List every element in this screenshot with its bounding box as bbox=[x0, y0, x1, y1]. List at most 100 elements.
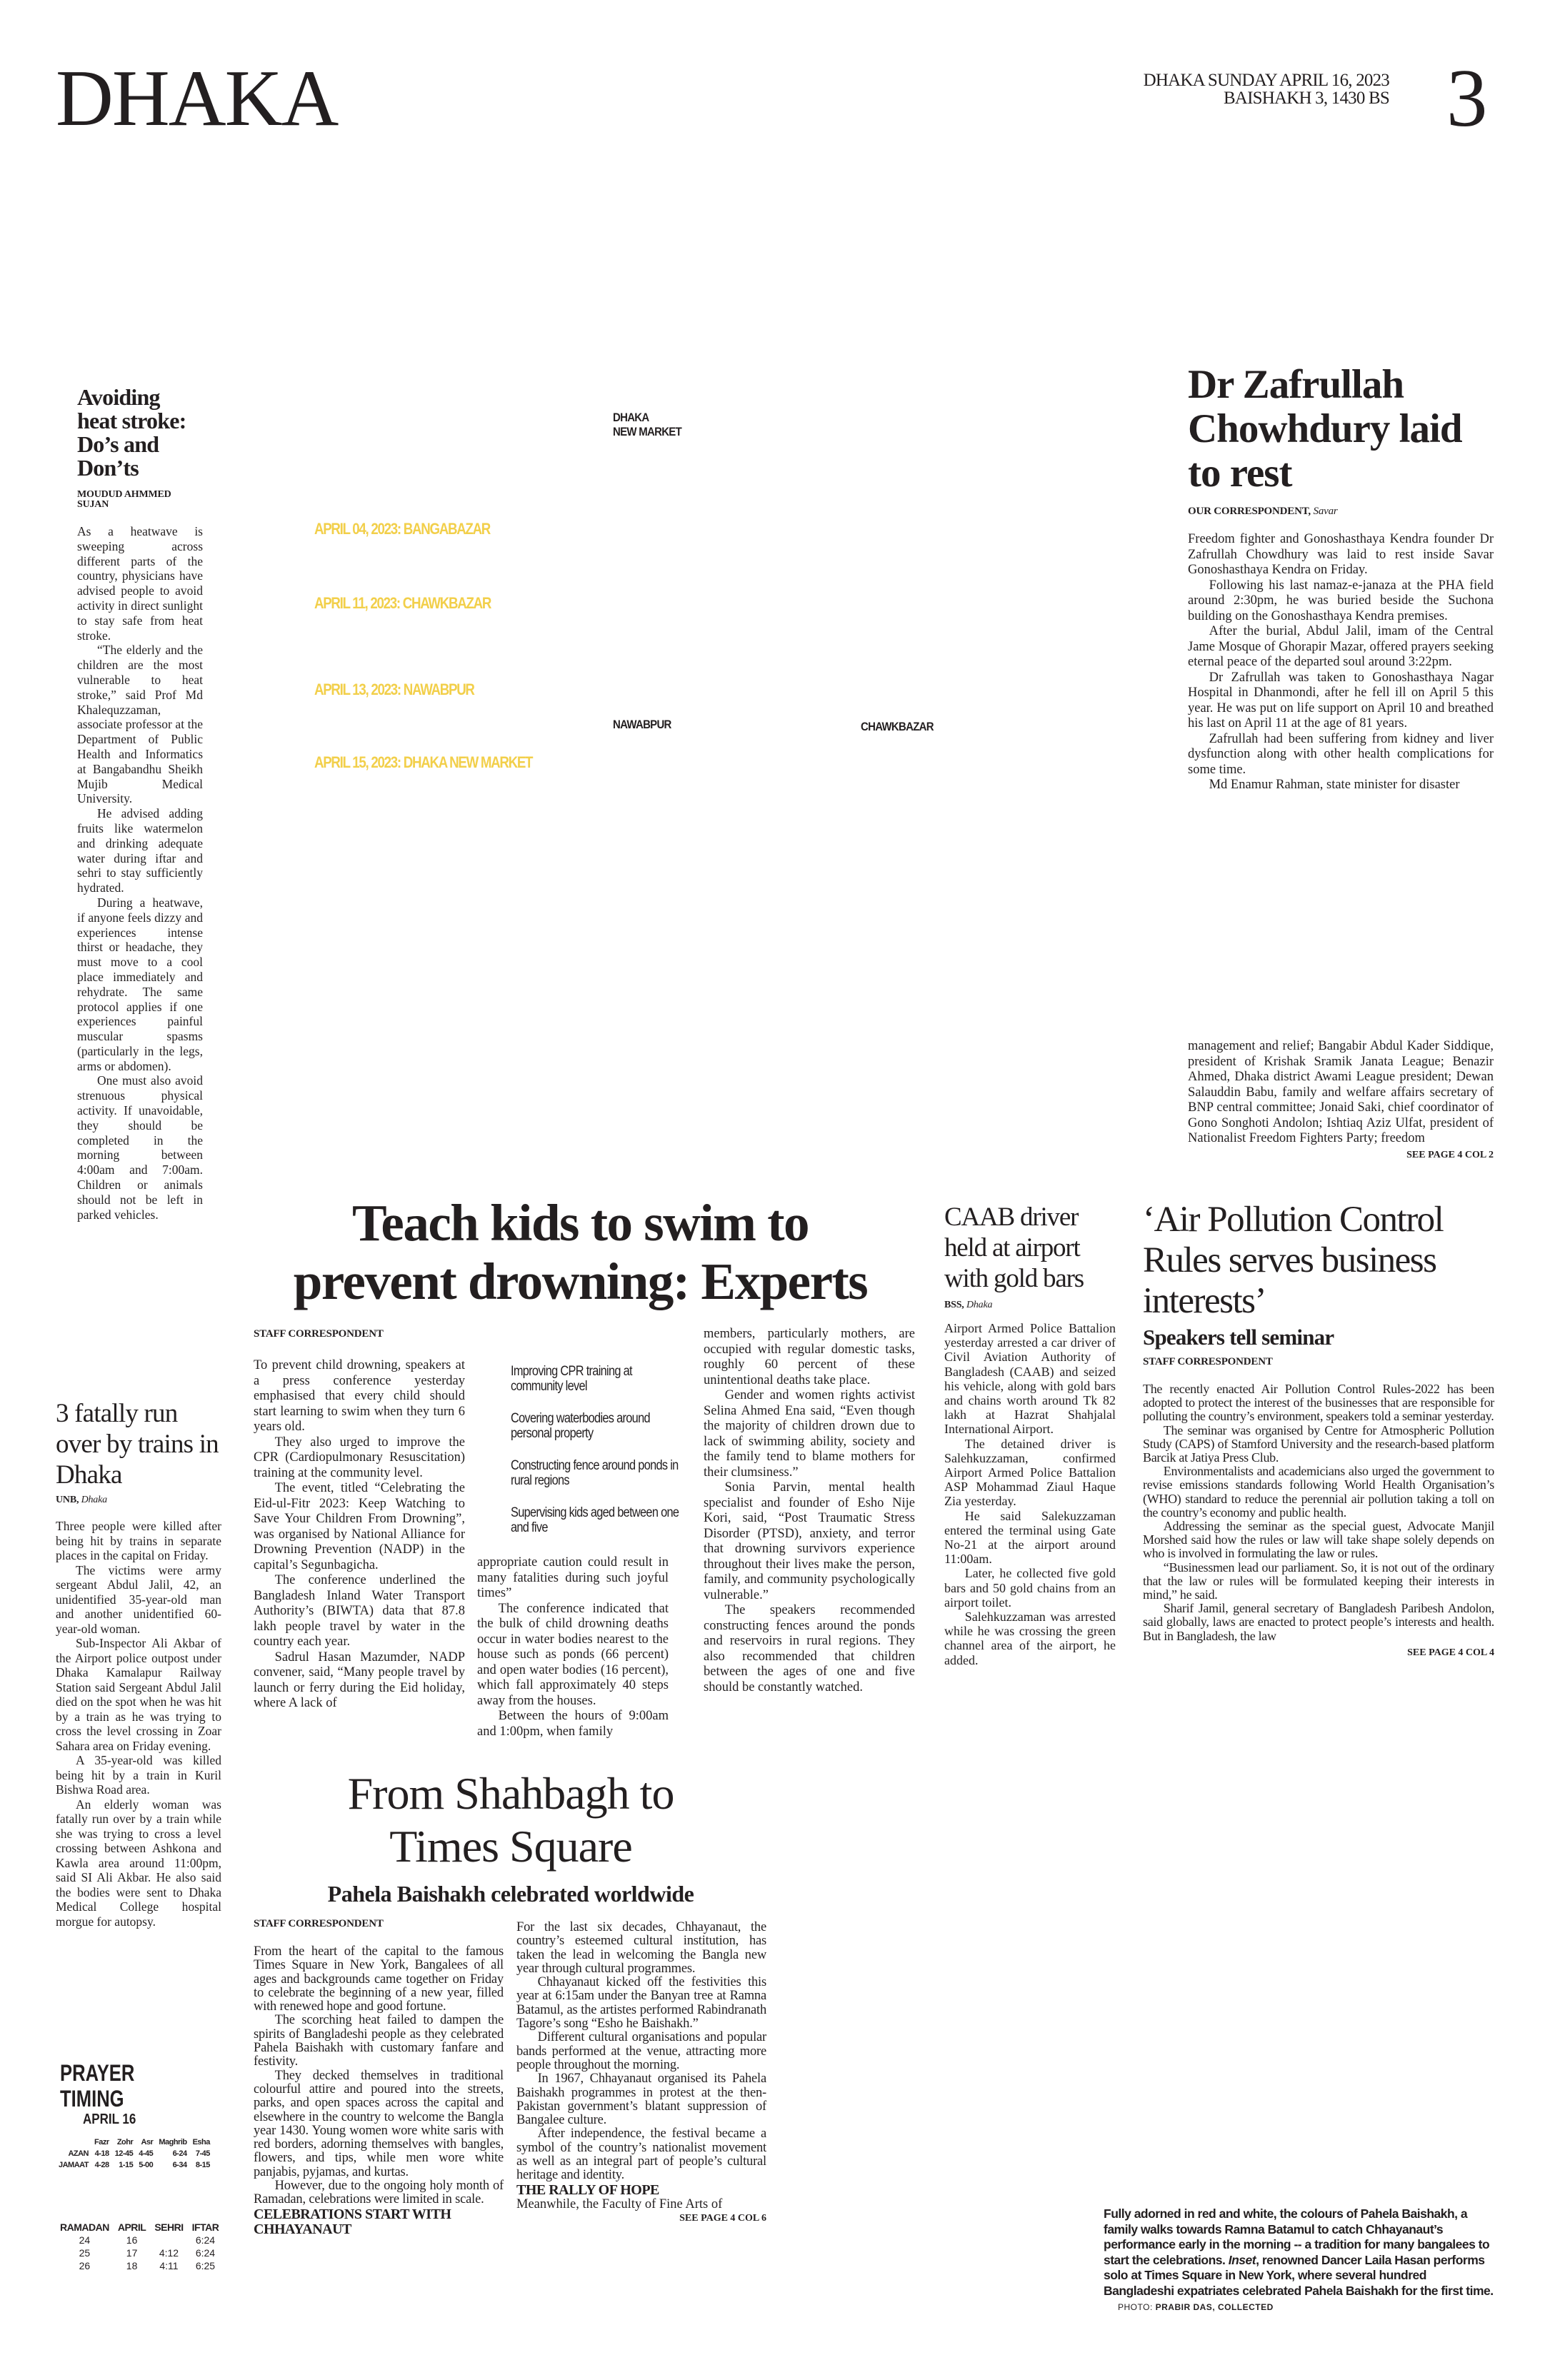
article-byline: STAFF CORRESPONDENT bbox=[1143, 1356, 1273, 1367]
date-line: DHAKA SUNDAY APRIL 16, 2023 BAISHAKH 3, … bbox=[1143, 71, 1390, 107]
paragraph: members, particularly mothers, are occup… bbox=[704, 1327, 915, 1387]
paragraph: Meanwhile, the Faculty of Fine Arts of bbox=[516, 2196, 723, 2211]
table-cell: 16 bbox=[126, 2234, 138, 2246]
prayer-title-line: TIMING bbox=[60, 2086, 124, 2112]
article-subhead: Pahela Baishakh celebrated worldwide bbox=[327, 1881, 694, 1907]
article-body: management and relief; Bangabir Abdul Ka… bbox=[1188, 1039, 1494, 1147]
photo-caption: Fully adorned in red and white, the colo… bbox=[1104, 2206, 1496, 2316]
paragraph: The conference underlined the Bangladesh… bbox=[254, 1573, 465, 1649]
table-header: Asr bbox=[141, 2138, 154, 2146]
baishakh-col1: From the heart of the capital to the fam… bbox=[254, 1944, 504, 2237]
table-header: SEHRI bbox=[154, 2221, 184, 2233]
article-byline: UNB, Dhaka bbox=[56, 1495, 221, 1506]
caption-text: , renowned Dancer Laila Hasan performs s… bbox=[1104, 2252, 1494, 2298]
photo-credit-name: PRABIR DAS, COLLECTED bbox=[1155, 2302, 1274, 2312]
table-cell: AZAN bbox=[68, 2149, 89, 2158]
headline-line: Times Square bbox=[389, 1821, 632, 1872]
jump-link[interactable]: SEE PAGE 4 COL 4 bbox=[1407, 1647, 1494, 1658]
article-caab: CAAB driver held at airport with gold ba… bbox=[944, 1202, 1116, 1667]
fire-map: DHAKA NEW MARKET APRIL 04, 2023: BANGABA… bbox=[300, 400, 957, 828]
table-header bbox=[56, 2137, 91, 2148]
table-header: Fazr bbox=[94, 2138, 109, 2146]
table-cell: 17 bbox=[126, 2247, 138, 2259]
article-airpollution: ‘Air Pollution Control Rules serves busi… bbox=[1143, 1200, 1494, 1659]
paragraph: The recently enacted Air Pollution Contr… bbox=[1143, 1382, 1494, 1424]
byline-dateline: Savar bbox=[1313, 506, 1338, 517]
paragraph: “The elderly and the children are the mo… bbox=[77, 643, 203, 806]
table-header-row: Fazr Zohr Asr Maghrib Esha bbox=[56, 2137, 213, 2148]
byline-author: BSS, bbox=[944, 1300, 964, 1310]
date-gregorian: DHAKA SUNDAY APRIL 16, 2023 bbox=[1143, 71, 1390, 90]
caption-inset: Inset bbox=[1228, 2252, 1256, 2267]
paragraph: Different cultural organisations and pop… bbox=[516, 2030, 766, 2072]
article-headline: Dr Zafrullah Chowhdury laid to rest bbox=[1188, 362, 1463, 496]
paragraph: After independence, the festival became … bbox=[516, 2127, 766, 2183]
section-subhead: CELEBRATIONS START WITH CHHAYANAUT bbox=[254, 2206, 451, 2237]
article-trains: 3 fatally run over by trains in Dhaka UN… bbox=[56, 1398, 221, 1929]
jump-link[interactable]: SEE PAGE 4 COL 2 bbox=[1406, 1149, 1494, 1160]
article-zafrullah: Dr Zafrullah Chowhdury laid to rest OUR … bbox=[1188, 363, 1494, 793]
table-cell: JAMAAT bbox=[59, 2161, 89, 2169]
paragraph: In 1967, Chhayanaut organised its Pahela… bbox=[516, 2072, 766, 2128]
paragraph: Environmentalists and academicians also … bbox=[1143, 1464, 1494, 1520]
paragraph: The event, titled “Celebrating the Eid-u… bbox=[254, 1481, 465, 1572]
article-headline-baishakh: From Shahbagh to Times Square bbox=[254, 1767, 768, 1873]
table-row: JAMAAT 4-28 1-15 5-00 6-34 8-15 bbox=[56, 2159, 213, 2171]
paragraph: Between the hours of 9:00am and 1:00pm, … bbox=[477, 1709, 669, 1739]
article-headline: ‘Air Pollution Control Rules serves busi… bbox=[1143, 1200, 1444, 1321]
paragraph: management and relief; Bangabir Abdul Ka… bbox=[1188, 1039, 1494, 1145]
paragraph: An elderly woman was fatally run over by… bbox=[56, 1797, 221, 1929]
recommendation-item: Constructing fence around ponds in rural… bbox=[511, 1458, 679, 1488]
prayer-title: PRAYER TIMING bbox=[60, 2060, 194, 2112]
table-cell: 1-15 bbox=[119, 2161, 134, 2169]
drowning-col2: appropriate caution could result in many… bbox=[477, 1555, 669, 1739]
headline-line: Teach kids to swim to bbox=[351, 1194, 810, 1252]
photo-label: PHOTO: bbox=[1118, 2302, 1153, 2312]
table-cell: 6:25 bbox=[195, 2260, 216, 2271]
paragraph: Dr Zafrullah was taken to Gonoshasthaya … bbox=[1188, 670, 1494, 731]
byline-dateline: Dhaka bbox=[966, 1300, 993, 1310]
table-row: 26 18 4:11 6:25 bbox=[56, 2259, 223, 2272]
paragraph: One must also avoid strenuous physical a… bbox=[77, 1073, 203, 1222]
jump-link[interactable]: SEE PAGE 4 COL 6 bbox=[679, 2212, 766, 2224]
paragraph: “Businessmen lead our parliament. So, it… bbox=[1143, 1560, 1494, 1602]
paragraph: Sub-Inspector Ali Akbar of the Airport p… bbox=[56, 1636, 221, 1753]
paragraph: The scorching heat failed to dampen the … bbox=[254, 2013, 504, 2069]
article-body: The recently enacted Air Pollution Contr… bbox=[1143, 1382, 1494, 1643]
article-heatstroke: Avoiding heat stroke: Do’s and Don’ts MO… bbox=[77, 386, 203, 1222]
paragraph: The speakers recommended constructing fe… bbox=[704, 1603, 915, 1694]
paragraph: Sharif Jamil, general secretary of Bangl… bbox=[1143, 1601, 1494, 1643]
table-cell: 6-24 bbox=[172, 2149, 188, 2158]
article-body: From the heart of the capital to the fam… bbox=[254, 1944, 504, 2207]
prayer-table: Fazr Zohr Asr Maghrib Esha AZAN 4-18 12-… bbox=[56, 2137, 213, 2171]
article-body: Airport Armed Police Battalion yesterday… bbox=[944, 1321, 1116, 1667]
paragraph: During a heatwave, if anyone feels dizzy… bbox=[77, 895, 203, 1073]
byline-dateline: Dhaka bbox=[81, 1495, 108, 1505]
map-date-bangabazar: APRIL 04, 2023: BANGABAZAR bbox=[314, 520, 491, 538]
drowning-recommendations: Improving CPR training at community leve… bbox=[511, 1364, 682, 1535]
paragraph: The victims were army sergeant Abdul Jal… bbox=[56, 1562, 221, 1636]
recommendation-item: Improving CPR training at community leve… bbox=[511, 1364, 633, 1394]
drowning-col1: To prevent child drowning, speakers at a… bbox=[254, 1358, 465, 1712]
headline-line: From Shahbagh to bbox=[347, 1768, 675, 1819]
article-body: As a heatwave is sweeping across differe… bbox=[77, 524, 203, 1222]
paragraph: Zafrullah had been suffering from kidney… bbox=[1188, 731, 1494, 777]
paragraph: Following his last namaz-e-janaza at the… bbox=[1188, 578, 1494, 623]
article-byline: STAFF CORRESPONDENT bbox=[254, 1918, 384, 1929]
paragraph: Sonia Parvin, mental health specialist a… bbox=[704, 1480, 915, 1602]
map-date-new-market: APRIL 15, 2023: DHAKA NEW MARKET bbox=[314, 753, 533, 771]
article-byline: BSS, Dhaka bbox=[944, 1300, 1116, 1311]
paragraph: As a heatwave is sweeping across differe… bbox=[77, 524, 203, 643]
article-body: For the last six decades, Chhayanaut, th… bbox=[516, 1920, 766, 2183]
table-cell: 6-34 bbox=[172, 2161, 188, 2169]
article-body: Three people were killed after being hit… bbox=[56, 1519, 221, 1929]
article-body: Freedom fighter and Gonoshasthaya Kendra… bbox=[1188, 532, 1494, 793]
paragraph: The conference indicated that the bulk o… bbox=[477, 1601, 669, 1708]
table-header: Esha bbox=[192, 2138, 211, 2146]
table-cell: 4-45 bbox=[139, 2149, 154, 2158]
table-row: AZAN 4-18 12-45 4-45 6-24 7-45 bbox=[56, 2148, 213, 2159]
paragraph: They also urged to improve the CPR (Card… bbox=[254, 1435, 465, 1480]
article-headline: CAAB driver held at airport with gold ba… bbox=[944, 1202, 1084, 1293]
table-cell: 4:11 bbox=[159, 2260, 179, 2271]
map-date-nawabpur: APRIL 13, 2023: NAWABPUR bbox=[314, 681, 475, 698]
